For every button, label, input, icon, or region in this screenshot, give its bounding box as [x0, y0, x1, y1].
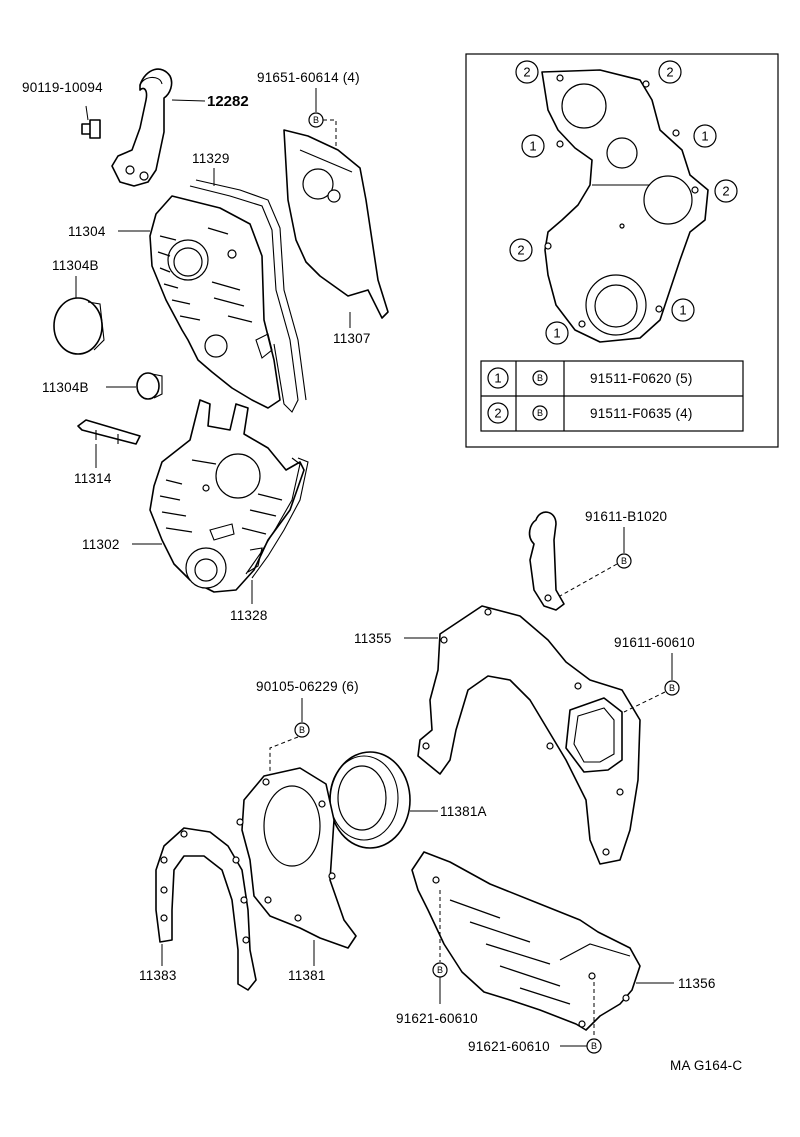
label-11314: 11314	[74, 471, 112, 486]
svg-text:2: 2	[666, 65, 673, 80]
lower-plate-11356	[411, 851, 641, 1031]
label-11381: 11381	[288, 968, 326, 983]
bracket-91611-B1020	[528, 511, 565, 611]
inset-hole	[544, 242, 552, 250]
svg-text:B: B	[669, 683, 675, 693]
svg-text:1: 1	[679, 303, 686, 318]
label-91611-B1020: 91611-B1020	[585, 509, 667, 524]
svg-text:91511-F0635 (4): 91511-F0635 (4)	[590, 406, 693, 421]
svg-text:2: 2	[494, 406, 501, 421]
oil-seal-11381A	[329, 751, 411, 849]
label-11355: 11355	[354, 631, 392, 646]
svg-text:91511-F0620 (5): 91511-F0620 (5)	[590, 371, 693, 386]
table-row: 2 B 91511-F0635 (4)	[487, 402, 693, 424]
gasket-11383	[155, 827, 257, 991]
inset-mid-bore	[606, 137, 638, 169]
svg-text:B: B	[313, 115, 319, 125]
svg-text:B: B	[437, 965, 443, 975]
label-11356: 11356	[678, 976, 716, 991]
label-11304B-lower: 11304B	[42, 380, 89, 395]
svg-text:1: 1	[701, 129, 708, 144]
inset-callout: 2	[714, 179, 738, 203]
inset-callout: 2	[658, 60, 682, 84]
svg-text:1: 1	[494, 371, 501, 386]
gasket-11307	[283, 129, 389, 319]
label-91621-60610-upper: 91621-60610	[396, 1011, 478, 1026]
inset-hole	[672, 129, 680, 137]
bolt-symbol-91611-B1020	[616, 553, 632, 569]
svg-text:2: 2	[722, 184, 729, 199]
label-12282: 12282	[207, 93, 249, 110]
hatch	[449, 899, 571, 1005]
inset-hole	[642, 80, 650, 88]
inset-callout: 2	[515, 60, 539, 84]
plate-11355	[417, 605, 641, 865]
inset-hole	[556, 74, 564, 82]
label-11328: 11328	[230, 608, 268, 623]
svg-text:B: B	[537, 408, 543, 418]
leader-12282	[171, 99, 206, 102]
inset-panel: 2 2 1 1 2 2 1 1 1	[465, 53, 779, 448]
diagram-code: MA G164-C	[670, 1058, 742, 1073]
label-11329: 11329	[192, 151, 230, 166]
label-11307: 11307	[333, 331, 371, 346]
table-row: 1 B 91511-F0620 (5)	[487, 367, 693, 389]
svg-text:1: 1	[553, 326, 560, 341]
label-91611-60610: 91611-60610	[614, 635, 695, 650]
hatch	[157, 227, 253, 323]
upper-cover-11304	[149, 195, 281, 409]
hatch	[159, 459, 283, 535]
bracket-12282	[111, 68, 173, 187]
svg-text:B: B	[621, 556, 627, 566]
inset-right-bore	[643, 175, 693, 225]
label-11304B-upper: 11304B	[52, 258, 99, 273]
inset-hole	[655, 305, 663, 313]
label-11304: 11304	[68, 224, 106, 239]
inset-frame	[465, 53, 779, 448]
inset-callout: 1	[671, 298, 695, 322]
gasket-11328	[245, 457, 309, 579]
label-91651-60614: 91651-60614 (4)	[257, 70, 360, 85]
inset-hole	[691, 186, 699, 194]
inset-callout: 1	[521, 134, 545, 158]
inset-upper-bore	[561, 83, 607, 129]
inset-callout: 1	[693, 124, 717, 148]
svg-text:B: B	[591, 1041, 597, 1051]
label-11381A: 11381A	[440, 804, 487, 819]
label-90119-10094: 90119-10094	[22, 80, 103, 95]
inset-callout: 2	[509, 238, 533, 262]
bolt-table: 1 B 91511-F0620 (5) 2 B 91511-F0635 (4)	[480, 360, 744, 432]
inset-callout: 1	[545, 321, 569, 345]
plug-11304B-small	[136, 372, 163, 400]
label-11302: 11302	[82, 537, 120, 552]
svg-text:B: B	[299, 725, 305, 735]
inset-cover-outline	[541, 69, 709, 343]
label-91621-60610-lower: 91621-60610	[468, 1039, 550, 1054]
bolt-symbol-90105	[294, 722, 310, 738]
label-90105-06229: 90105-06229 (6)	[256, 679, 359, 694]
label-11383: 11383	[139, 968, 177, 983]
plug-11304B-large	[53, 297, 105, 355]
bolt-symbol-91611-60610	[664, 680, 680, 696]
svg-text:2: 2	[517, 243, 524, 258]
retainer-11381	[236, 767, 357, 949]
svg-text:2: 2	[523, 65, 530, 80]
inset-hole	[578, 320, 586, 328]
inset-crank-bore-inner	[594, 284, 638, 328]
svg-text:1: 1	[529, 139, 536, 154]
gasket-11329	[189, 179, 307, 413]
seal-11314	[77, 419, 141, 445]
inset-dot	[619, 223, 625, 229]
inset-hole	[556, 140, 564, 148]
lower-cover-11302	[149, 399, 305, 593]
bolt-90119	[81, 105, 101, 139]
svg-text:B: B	[537, 373, 543, 383]
